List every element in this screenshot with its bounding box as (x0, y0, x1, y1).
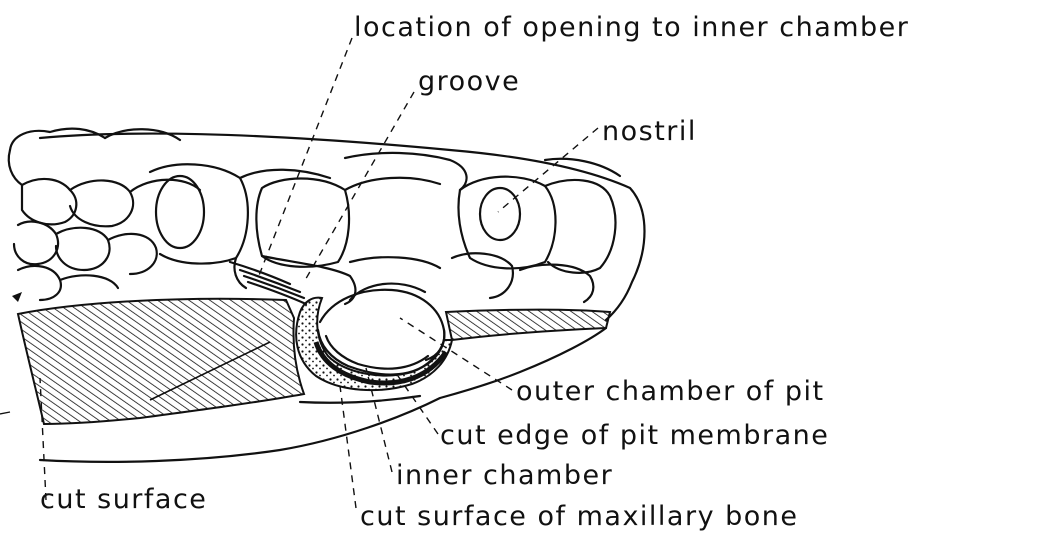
label-cut-edge-membrane: cut edge of pit membrane (440, 422, 829, 449)
label-nostril: nostril (602, 118, 697, 145)
leader-nostril (498, 128, 598, 212)
head-outline (40, 134, 645, 320)
label-cut-surface: cut surface (40, 486, 207, 513)
label-cut-surface-maxillary: cut surface of maxillary bone (360, 503, 799, 530)
leader-maxillary (340, 386, 356, 508)
maxillary-bone-stipple (296, 298, 452, 390)
label-groove: groove (418, 68, 520, 95)
label-location-opening: location of opening to inner chamber (354, 14, 909, 41)
leader-groove (304, 92, 414, 282)
cut-surface-hatched (18, 299, 304, 424)
label-outer-chamber: outer chamber of pit (516, 378, 825, 405)
pit-outer-chamber (320, 290, 444, 360)
label-inner-chamber: inner chamber (396, 462, 613, 489)
leader-location-opening (258, 38, 352, 278)
